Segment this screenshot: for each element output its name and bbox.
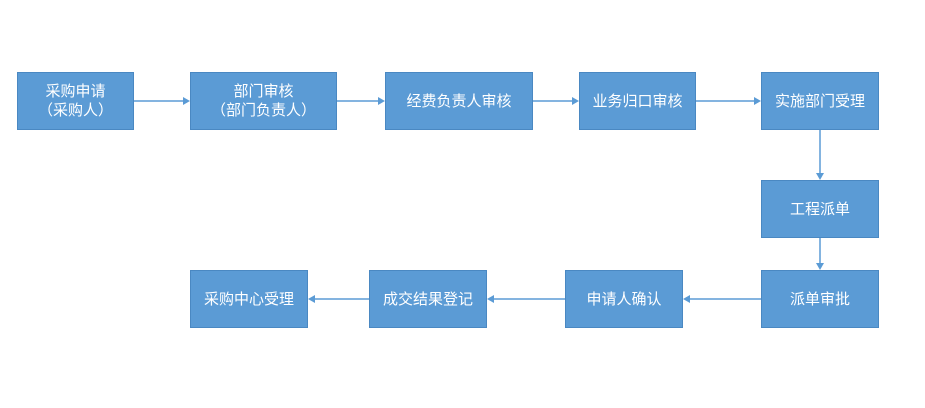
step-label-line: 业务归口审核 — [592, 91, 683, 110]
step-label-line: 采购中心受理 — [203, 289, 294, 308]
step-procurement-center: 采购中心受理 — [190, 270, 308, 328]
arrowhead-icon — [183, 97, 190, 105]
step-label-line: 成交结果登记 — [382, 289, 473, 308]
step-applicant-confirm: 申请人确认 — [565, 270, 683, 328]
step-business-review: 业务归口审核 — [579, 72, 696, 130]
arrowhead-icon — [683, 295, 690, 303]
step-label-line: （部门负责人） — [210, 101, 316, 119]
step-label-line: 派单审批 — [789, 289, 850, 308]
step-purchase-request: 采购申请（采购人） — [17, 72, 134, 130]
step-label-line: （采购人） — [37, 101, 113, 119]
arrowhead-icon — [816, 263, 824, 270]
arrowhead-icon — [487, 295, 494, 303]
step-label-line: 申请人确认 — [586, 289, 662, 308]
step-result-registration: 成交结果登记 — [369, 270, 487, 328]
step-dept-review: 部门审核（部门负责人） — [190, 72, 337, 130]
arrowhead-icon — [308, 295, 315, 303]
step-engineering-dispatch: 工程派单 — [761, 180, 879, 238]
step-implementing-dept: 实施部门受理 — [761, 72, 879, 130]
arrowhead-icon — [816, 173, 824, 180]
arrowhead-icon — [754, 97, 761, 105]
arrowhead-icon — [572, 97, 579, 105]
step-label-line: 采购申请 — [45, 82, 106, 100]
step-label-line: 部门审核 — [233, 82, 294, 100]
step-label-line: 实施部门受理 — [774, 91, 865, 110]
step-dispatch-approval: 派单审批 — [761, 270, 879, 328]
step-budget-owner-review: 经费负责人审核 — [385, 72, 533, 130]
step-label-line: 经费负责人审核 — [406, 91, 512, 110]
arrowhead-icon — [378, 97, 385, 105]
step-label-line: 工程派单 — [789, 199, 850, 218]
